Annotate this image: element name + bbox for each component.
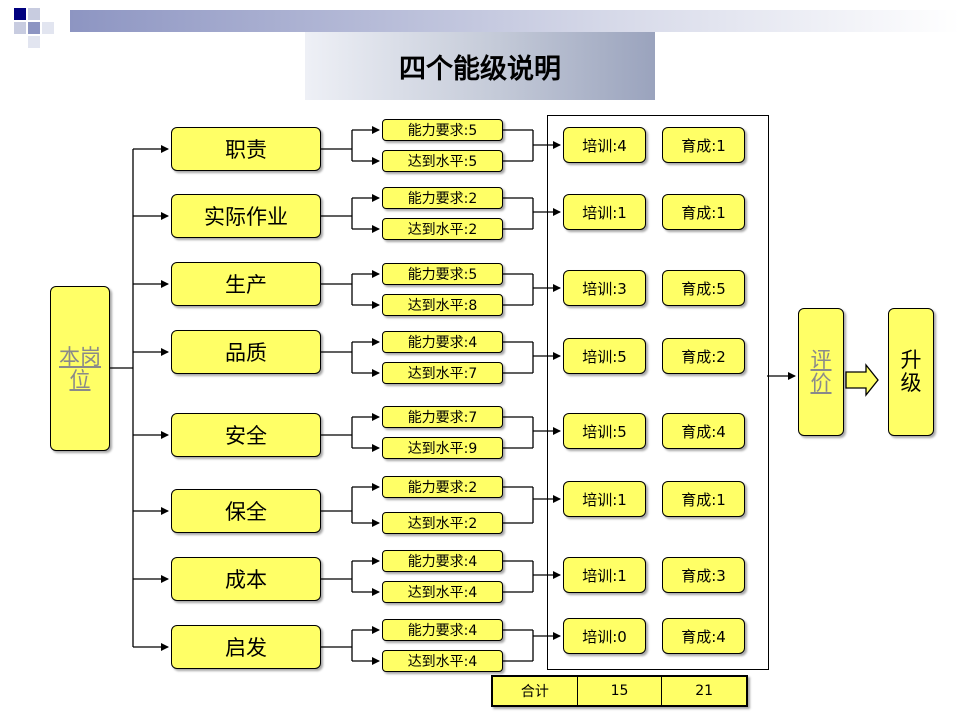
cultivation-box: 育成:4 <box>662 413 745 449</box>
cultivation-box: 育成:2 <box>662 338 745 374</box>
training-box: 培训:1 <box>563 194 646 230</box>
root-label-line2[interactable]: 位 <box>69 367 91 392</box>
root-position-box: 本岗 位 <box>50 286 110 451</box>
category-box: 保全 <box>171 489 321 533</box>
achieved-level-box: 达到水平:5 <box>382 150 503 172</box>
total-row: 合计 15 21 <box>491 675 748 707</box>
achieved-level-box: 达到水平:7 <box>382 362 503 384</box>
cultivation-box: 育成:4 <box>662 618 745 654</box>
upgrade-box: 升 级 <box>888 308 934 436</box>
training-box: 培训:1 <box>563 481 646 517</box>
category-box: 实际作业 <box>171 194 321 238</box>
total-label: 合计 <box>493 677 578 705</box>
ability-requirement-box: 能力要求:4 <box>382 619 503 641</box>
evaluate-label-line2[interactable]: 价 <box>810 371 832 395</box>
page-title: 四个能级说明 <box>399 53 561 85</box>
category-box: 生产 <box>171 262 321 306</box>
evaluate-box: 评 价 <box>798 308 844 436</box>
cultivation-box: 育成:1 <box>662 481 745 517</box>
training-cultivation-frame <box>547 115 769 670</box>
root-label-line1[interactable]: 本岗 <box>59 344 101 369</box>
cultivation-box: 育成:1 <box>662 127 745 163</box>
ability-requirement-box: 能力要求:2 <box>382 187 503 209</box>
training-box: 培训:1 <box>563 557 646 593</box>
header-gradient-bar <box>70 10 960 32</box>
total-training: 15 <box>578 677 663 705</box>
corner-decoration <box>0 0 70 50</box>
training-box: 培训:4 <box>563 127 646 163</box>
category-box: 成本 <box>171 557 321 601</box>
upgrade-label-line1: 升 <box>900 348 922 372</box>
achieved-level-box: 达到水平:4 <box>382 581 503 603</box>
training-box: 培训:3 <box>563 270 646 306</box>
category-box: 安全 <box>171 413 321 457</box>
training-box: 培训:5 <box>563 338 646 374</box>
cultivation-box: 育成:5 <box>662 270 745 306</box>
ability-requirement-box: 能力要求:7 <box>382 406 503 428</box>
ability-requirement-box: 能力要求:2 <box>382 476 503 498</box>
cultivation-box: 育成:1 <box>662 194 745 230</box>
title-background <box>305 32 655 100</box>
ability-requirement-box: 能力要求:4 <box>382 331 503 353</box>
training-box: 培训:0 <box>563 618 646 654</box>
total-cultivation: 21 <box>695 683 714 699</box>
achieved-level-box: 达到水平:9 <box>382 437 503 459</box>
achieved-level-box: 达到水平:2 <box>382 218 503 240</box>
evaluate-label-line1[interactable]: 评 <box>810 348 832 372</box>
achieved-level-box: 达到水平:8 <box>382 294 503 316</box>
category-box: 启发 <box>171 625 321 669</box>
ability-requirement-box: 能力要求:5 <box>382 119 503 141</box>
ability-requirement-box: 能力要求:5 <box>382 263 503 285</box>
category-box: 职责 <box>171 127 321 171</box>
achieved-level-box: 达到水平:2 <box>382 512 503 534</box>
upgrade-label-line2: 级 <box>900 371 922 395</box>
ability-requirement-box: 能力要求:4 <box>382 550 503 572</box>
cultivation-box: 育成:3 <box>662 557 745 593</box>
training-box: 培训:5 <box>563 413 646 449</box>
achieved-level-box: 达到水平:4 <box>382 650 503 672</box>
category-box: 品质 <box>171 330 321 374</box>
